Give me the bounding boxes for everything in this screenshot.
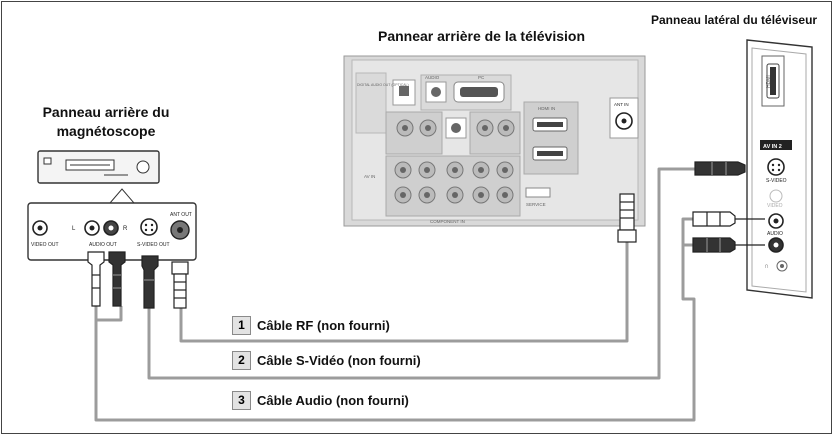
cable-number-badge: 1 bbox=[232, 315, 251, 335]
av-in-label: AV IN bbox=[364, 174, 375, 179]
service-label: SERVICE bbox=[526, 202, 546, 207]
audio-cable-route-left bbox=[94, 306, 123, 322]
side-hdmi-label: HDMI bbox=[766, 75, 772, 88]
vcr-back-panel bbox=[27, 202, 197, 261]
digital-audio-out-label: DIGITAL AUDIO OUT (OPTICAL) bbox=[357, 83, 409, 87]
vcr-plugs bbox=[87, 251, 189, 309]
tv-rear-panel bbox=[343, 55, 646, 227]
video-out-label: VIDEO OUT bbox=[31, 242, 59, 248]
vcr-port-labels: VIDEO OUT AUDIO OUT S-VIDEO OUT ANT OUT … bbox=[31, 212, 192, 248]
tv-side-panel-title: Panneau latéral du téléviseur bbox=[651, 13, 818, 27]
left-channel-mark: L bbox=[72, 226, 76, 232]
video-label: VIDEO bbox=[767, 203, 783, 209]
tv-rf-plug bbox=[617, 193, 637, 243]
vcr-title-line-1: Panneau arrière du bbox=[42, 104, 170, 120]
tv-side-plugs bbox=[692, 161, 765, 253]
svideo-out-label: S-VIDEO OUT bbox=[137, 242, 170, 248]
vcr-callout-triangle bbox=[108, 188, 136, 204]
svideo-cable-caption: 2 Câble S-Vidéo (non fourni) bbox=[232, 350, 421, 370]
audio-out-label: AUDIO OUT bbox=[89, 242, 117, 248]
audio-cable-route-upper bbox=[681, 217, 693, 245]
side-audio-label: AUDIO bbox=[767, 231, 783, 237]
tv-rear-panel-title: Pannear arrière de la télévision bbox=[378, 28, 585, 44]
hdmi-in-label: HDMI IN bbox=[538, 106, 555, 111]
headphone-icon: ∩ bbox=[764, 263, 769, 270]
rf-cable-caption: 1 Câble RF (non fourni) bbox=[232, 315, 390, 335]
ant-out-label: ANT OUT bbox=[170, 212, 192, 218]
vcr-title-line-2: magnétoscope bbox=[56, 123, 156, 139]
cable-number-badge: 2 bbox=[232, 350, 251, 370]
audio-cable-caption: 3 Câble Audio (non fourni) bbox=[232, 390, 409, 410]
s-video-label: S-VIDEO bbox=[766, 178, 787, 184]
tv-side-labels: AV IN 2 S-VIDEO VIDEO AUDIO HDMI bbox=[763, 75, 787, 237]
pc-label: PC bbox=[478, 75, 485, 80]
av-in-2-label: AV IN 2 bbox=[763, 144, 782, 150]
vcr-device bbox=[37, 150, 160, 184]
cable-routes bbox=[94, 167, 696, 422]
component-in-label: COMPONENT IN bbox=[430, 219, 465, 224]
rf-cable-route bbox=[179, 240, 629, 343]
tv-side-panel: ∩ bbox=[746, 39, 813, 299]
cable-label: Câble Audio (non fourni) bbox=[257, 392, 409, 408]
vcr-rear-panel-title: Panneau arrière du magnétoscope bbox=[18, 103, 194, 141]
audio-label: AUDIO bbox=[425, 75, 440, 80]
tv-rear-labels: DIGITAL AUDIO OUT (OPTICAL) AUDIO PC HDM… bbox=[357, 75, 629, 224]
ant-in-label: ANT IN bbox=[614, 102, 629, 107]
cable-number-badge: 3 bbox=[232, 390, 251, 410]
right-channel-mark: R bbox=[123, 226, 128, 232]
cable-label: Câble RF (non fourni) bbox=[257, 317, 390, 333]
cable-label: Câble S-Vidéo (non fourni) bbox=[257, 352, 421, 368]
svideo-cable-route bbox=[147, 167, 695, 380]
